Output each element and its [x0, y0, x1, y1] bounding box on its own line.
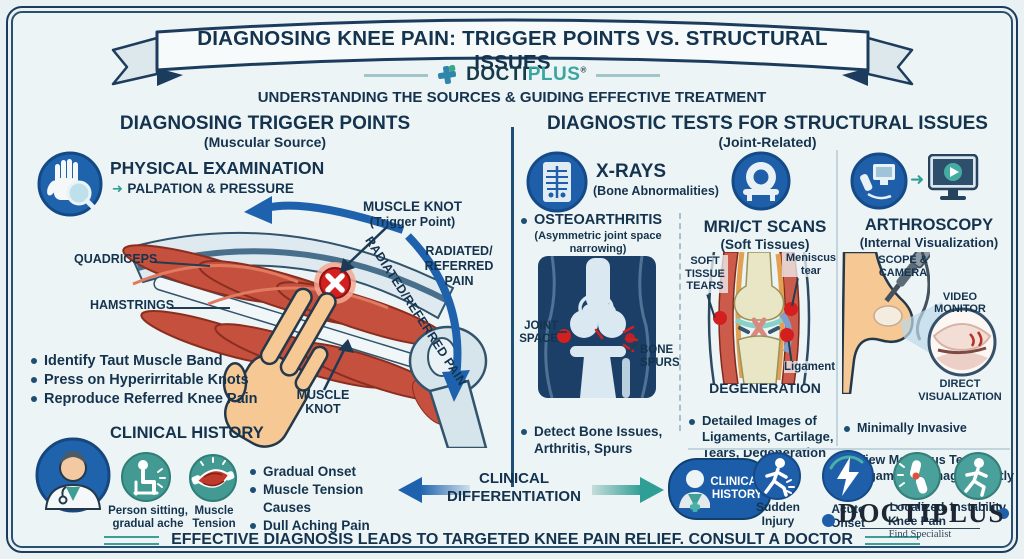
flow-arrow-icon: ➜	[910, 170, 925, 189]
right-heading: DIAGNOSTIC TESTS FOR STRUCTURAL ISSUES	[547, 113, 988, 134]
meniscus-label: Meniscus tear	[782, 252, 840, 278]
osteoarthritis-item: OSTEOARTHRITIS	[520, 212, 680, 228]
xray-icon	[526, 151, 588, 213]
localized-pain-icon	[893, 452, 941, 500]
muscle-knot-bottom-label: MUSCLE KNOT	[296, 388, 350, 417]
brand-plus: PLUS	[527, 64, 581, 85]
palpation-bullet-list: Identify Taut Muscle Band Press on Hyper…	[30, 352, 285, 409]
direct-visualization-label: DIRECT VISUALIZATION	[918, 378, 1002, 403]
trigger-point-label: (Trigger Point)	[369, 215, 456, 229]
doctor-avatar-icon	[35, 437, 111, 513]
brand-registered: ®	[580, 65, 587, 75]
footer-rule-left	[104, 535, 160, 545]
footer-text: EFFECTIVE DIAGNOSIS LEADS TO TARGETED KN…	[171, 531, 853, 548]
hamstrings-label: HAMSTRINGS	[90, 298, 175, 312]
mri-title: MRI/CT SCANS	[703, 217, 827, 236]
monitor-play-icon	[928, 154, 979, 200]
caption-person-sitting: Person sitting, gradual ache	[108, 505, 188, 531]
list-item: Press on Hyperirritable Knots	[30, 371, 285, 390]
left-subheading: (Muscular Source)	[203, 134, 327, 150]
list-item: Minimally Invasive	[843, 420, 1015, 436]
soft-tissue-label: SOFT TISSUE TEARS	[682, 255, 728, 293]
degeneration-label: DEGENERATION	[709, 380, 821, 396]
palpation-icon	[37, 151, 103, 217]
clinical-differentiation-label: CLINICAL DIFFERENTIATION	[447, 470, 581, 505]
column-divider	[511, 127, 514, 487]
xrays-subtitle: (Bone Abnormalities)	[593, 184, 719, 198]
leg-muscle-illustration	[122, 196, 488, 448]
brand-rule-right	[595, 73, 660, 77]
muscle-knot-top-label: MUSCLE KNOT	[363, 199, 462, 214]
caption-instability: Instability	[949, 500, 1006, 514]
watermark-dot-icon	[822, 514, 835, 527]
list-item: Gradual Onset	[249, 463, 414, 481]
brand-rule-left	[364, 73, 429, 77]
mri-subtitle: (Soft Tissues)	[720, 237, 810, 252]
clinical-history-title: CLINICAL HISTORY	[110, 424, 264, 442]
page-title: DIAGNOSING KNEE PAIN: TRIGGER POINTS VS.…	[197, 27, 828, 74]
palpation-label: PALPATION & PRESSURE	[127, 181, 294, 196]
list-item: Muscle Tension Causes	[249, 481, 414, 517]
right-subheading: (Joint-Related)	[718, 134, 817, 150]
doctiplus-cross-icon	[438, 65, 457, 85]
mri-knee-illustration	[707, 252, 811, 384]
bone-spurs-label: BONE SPURS	[640, 344, 680, 370]
acute-onset-icon	[822, 450, 874, 502]
xrays-title: X-RAYS	[596, 161, 667, 182]
ligament-label: Ligament	[784, 361, 836, 373]
list-item: Identify Taut Muscle Band	[30, 352, 285, 371]
caption-localized-pain: Localized Knee Pain	[887, 500, 947, 528]
page-subtitle: UNDERSTANDING THE SOURCES & GUIDING EFFE…	[257, 89, 767, 106]
clinical-history-pill-label: CLINICAL HISTORY	[710, 475, 764, 501]
list-item: Dull Aching Pain	[249, 517, 414, 535]
arthroscopy-title: ARTHROSCOPY	[864, 216, 994, 234]
patient-avatar-icon	[679, 470, 711, 512]
osteoarthritis-label: OSTEOARTHRITIS	[520, 212, 680, 228]
brand-name: DOCTIPLUS®	[466, 64, 587, 86]
title-ribbon	[111, 18, 914, 86]
left-heading: DIAGNOSING TRIGGER POINTS	[119, 113, 411, 134]
joint-space-label: JOINT SPACE	[519, 320, 558, 346]
list-item: Detect Bone Issues, Arthritis, Spurs	[520, 423, 670, 457]
scope-camera-label: SCOPE & CAMERA	[878, 254, 928, 279]
sudden-injury-icon	[753, 452, 801, 500]
physical-exam-sub: ➜ PALPATION & PRESSURE	[112, 180, 294, 198]
bottom-separator	[688, 448, 1010, 450]
mri-arthro-divider	[836, 150, 838, 446]
xray-bullet-list: Detect Bone Issues, Arthritis, Spurs	[520, 406, 670, 474]
arthroscopy-subtitle: (Internal Visualization)	[859, 235, 999, 250]
quadriceps-label: QUADRICEPS	[74, 252, 158, 266]
teal-arrow-icon: ➜	[112, 181, 123, 196]
watermark-tagline: Find Specialist	[860, 528, 980, 540]
brand-docti: DOCTI	[466, 64, 528, 85]
physical-exam-title: PHYSICAL EXAMINATION	[110, 158, 325, 178]
watermark-dot-icon	[998, 508, 1009, 519]
xray-mri-divider	[679, 213, 681, 431]
xray-knee-illustration	[538, 256, 656, 398]
left-direction-arrow-icon	[398, 477, 470, 503]
watermark-brand: DOCTIPLUS	[838, 498, 1005, 528]
muscle-tension-icon	[189, 454, 237, 502]
caption-muscle-tension: Muscle Tension	[192, 505, 236, 531]
video-monitor-label: VIDEO MONITOR	[934, 291, 986, 315]
clinical-history-bullet-list: Gradual Onset Muscle Tension Causes Dull…	[249, 463, 414, 535]
footer: EFFECTIVE DIAGNOSIS LEADS TO TARGETED KN…	[0, 531, 1024, 549]
outer-frame	[6, 6, 1018, 553]
right-direction-arrow-icon	[592, 477, 664, 503]
caption-sudden-injury: Sudden Injury	[756, 500, 800, 528]
direct-visualization-scope-view	[927, 307, 997, 377]
arthroscope-icon	[850, 152, 908, 210]
footer-rule-right	[864, 535, 920, 545]
brand-row: DOCTIPLUS®	[0, 64, 1024, 86]
mri-scanner-icon	[731, 151, 791, 211]
instability-icon	[954, 452, 1002, 500]
caption-acute-onset: Acute Onset	[830, 502, 865, 530]
radiated-pain-label: RADIATED/ REFERRED PAIN	[424, 244, 494, 288]
person-sitting-icon	[121, 452, 171, 502]
joint-space-pointer	[556, 331, 567, 333]
osteoarthritis-sub: (Asymmetric joint space narrowing)	[534, 230, 662, 255]
list-item: Reproduce Referred Knee Pain	[30, 390, 285, 409]
